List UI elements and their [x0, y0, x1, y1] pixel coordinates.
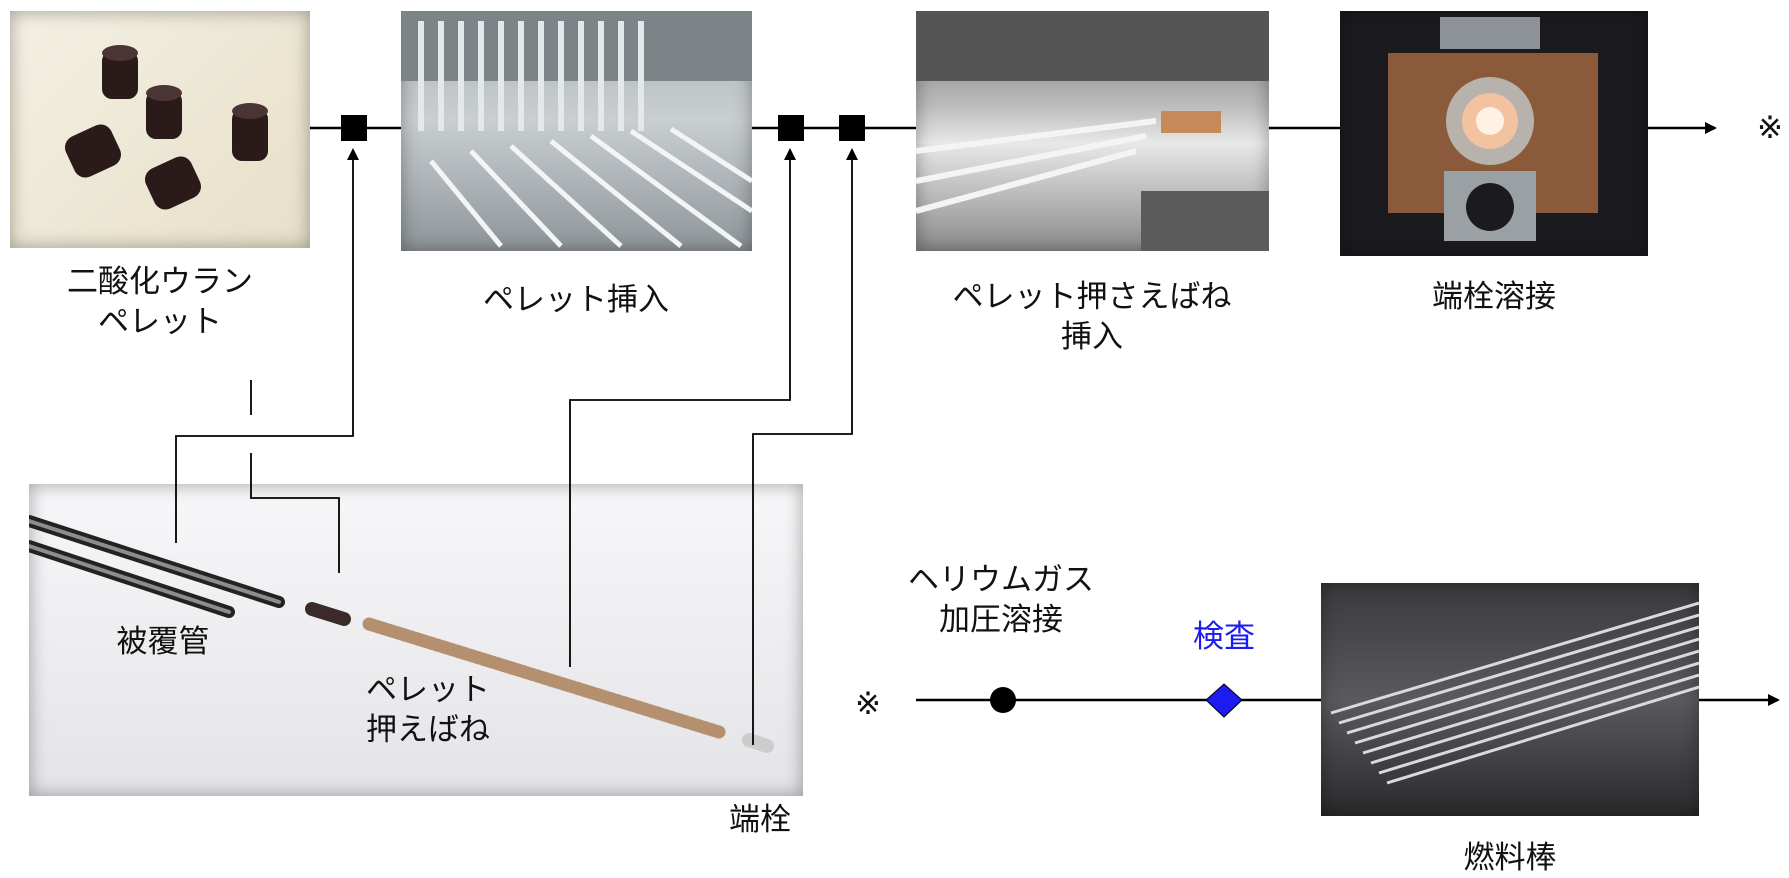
- cladding-label: 被覆管: [116, 624, 210, 660]
- helium-weld-label: ヘリウムガス 加圧溶接: [908, 562, 1094, 638]
- pellet-pointer-line: [250, 453, 340, 573]
- pellet-insert-label: ペレット挿入: [483, 282, 669, 318]
- pellet-photo: [10, 11, 310, 248]
- fuel-rod-label: 燃料棒: [1463, 840, 1557, 876]
- junction-square-1: [341, 115, 367, 141]
- junction-square-2: [778, 115, 804, 141]
- fuel-rod-illustration: [1330, 601, 1699, 785]
- inspection-label: 検査: [1193, 619, 1255, 655]
- welding-chamber-illustration: [1388, 17, 1598, 241]
- spring-insertion-illustration: [916, 11, 1269, 251]
- helium-welding-dot: [990, 687, 1016, 713]
- spring-label: ペレット 押えばね: [366, 672, 490, 748]
- cladding-feed-line: [175, 148, 359, 543]
- pellet-label: 二酸化ウラン ペレット: [67, 264, 253, 340]
- components-illustration: [29, 515, 774, 753]
- pellet-illustration: [64, 45, 268, 210]
- end-plug-feed-line: [752, 148, 858, 745]
- spring-insert-label: ペレット押さえばね 挿入: [952, 279, 1232, 355]
- pellet-insertion-photo: [401, 11, 752, 251]
- fuel-rod-photo: [1321, 583, 1699, 816]
- junction-square-3: [839, 115, 865, 141]
- insertion-machine-illustration: [401, 11, 752, 249]
- reference-mark: ※: [855, 686, 881, 722]
- continuation-mark: ※: [1757, 110, 1783, 146]
- end-plug-weld-label: 端栓溶接: [1432, 279, 1556, 315]
- end-plug-welding-photo: [1340, 11, 1648, 256]
- spring-feed-line: [569, 148, 796, 667]
- components-photo: [29, 484, 803, 796]
- end-plug-label: 端栓: [729, 802, 791, 838]
- inspection-diamond: [1205, 683, 1243, 718]
- spring-insertion-photo: [916, 11, 1269, 251]
